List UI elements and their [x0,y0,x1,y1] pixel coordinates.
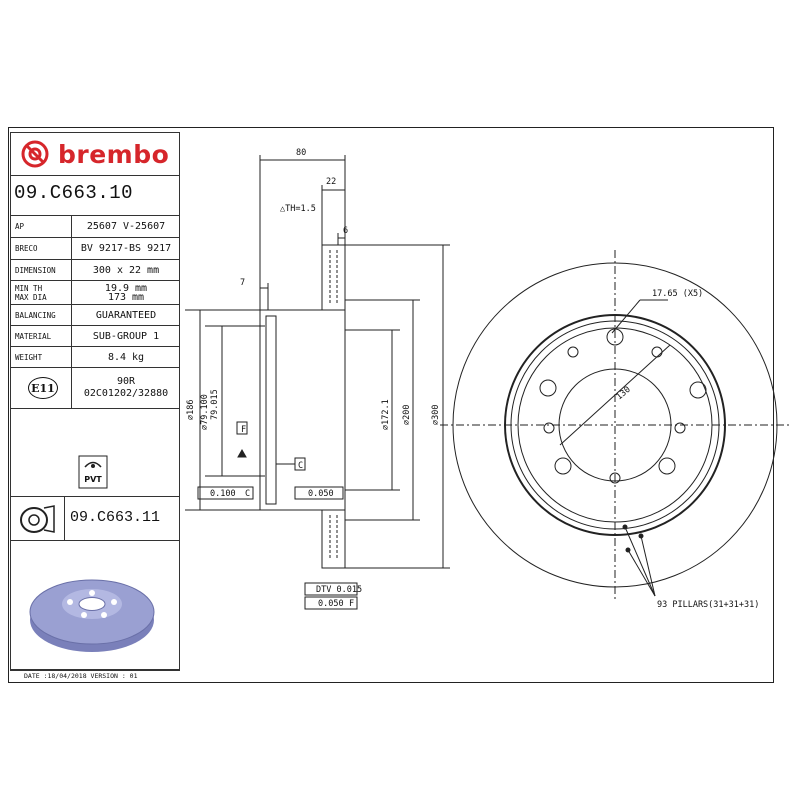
bolt-hole [539,379,557,397]
approval-row: E11 90R 02C01202/32880 [10,367,180,409]
spec-row-ap: AP 25607 V-25607 [10,215,180,237]
bolt-hole [554,457,572,475]
hat-section [259,309,346,511]
dim-6: 6 [343,226,348,236]
spec-value: 300 x 22 mm [71,260,180,280]
pilot-hole [674,422,686,434]
friction-ring-bottom [321,509,346,569]
spec-row-dimension: DIMENSION 300 x 22 mm [10,259,180,280]
variant-part-number: 09.C663.11 [70,509,161,526]
pvt-badge: PVT [78,455,108,489]
dim-thickness-22: 22 [326,177,336,187]
min-th-value: 19.9 mm [104,282,148,294]
bolt-hole [606,328,624,346]
divider [10,175,180,176]
divider [64,496,65,540]
spec-row-balancing: BALANCING GUARANTEED [10,304,180,325]
max-dia-value: 173 mm [107,291,145,303]
pilot-hole [543,422,555,434]
divider [10,540,180,541]
runout-tolerance: 0.050 [318,599,344,609]
spec-label: BALANCING [15,310,56,320]
hole-spec-label: 17.65 (X5) [652,289,703,299]
spec-value: 19.9 mm 173 mm [71,281,180,304]
pvt-label: PVT [84,475,102,484]
divider [10,496,180,497]
brembo-logo-icon [21,140,49,168]
dim-width-80: 80 [296,148,306,158]
spec-row-min-max: MIN TH MAX DIA 19.9 mm 173 mm [10,280,180,304]
thickness-variation-label: △TH=1.5 [280,204,316,214]
spec-value: BV 9217-BS 9217 [71,238,180,259]
drawing-sheet [8,127,774,683]
brand-name: brembo [58,139,170,169]
spec-value: 25607 V-25607 [71,216,180,237]
brembo-logo: brembo [18,138,169,170]
min-th-label: MIN TH [15,283,43,293]
spec-row-material: MATERIAL SUB-GROUP 1 [10,325,180,346]
spec-label: MATERIAL [15,331,52,341]
dia-79-100-label: ⌀79.100 [200,394,210,430]
e11-mark: E11 [28,377,58,399]
pillars-label: 93 PILLARS(31+31+31) [657,600,759,610]
spec-value: SUB-GROUP 1 [71,326,180,346]
runout-datum: F [349,599,354,609]
approval-number: 02C01202/32880 [83,388,169,399]
part-number: 09.C663.10 [14,182,134,204]
dia-300-label: ⌀300 [431,405,441,425]
pilot-hole [651,346,663,358]
pvt-icon [78,455,108,489]
bolt-hole [689,381,707,399]
parallelism-datum: C [245,489,250,499]
approval-code: 90R [116,376,136,387]
dia-186-label: ⌀186 [186,400,196,420]
approval-mark-cell: E11 [10,377,71,399]
footer-date-version: DATE :18/04/2018 VERSION : 01 [24,672,138,680]
divider [10,670,180,671]
spec-value: GUARANTEED [71,305,180,325]
datum-c-label: C [298,461,303,471]
parallelism-tolerance: 0.100 [210,489,236,499]
dia-79-015-label: 79.015 [210,389,220,420]
spec-value: 8.4 kg [71,347,180,367]
dia-200-label: ⌀200 [402,405,412,425]
spec-label: AP [15,222,25,231]
spec-label: MIN TH MAX DIA [10,284,71,302]
spec-label: WEIGHT [15,352,43,362]
variant-disc-icon [20,505,55,533]
bolt-hole [658,457,676,475]
dim-7: 7 [240,278,245,288]
spec-panel [10,132,180,670]
pilot-hole [567,346,579,358]
spec-row-breco: BRECO BV 9217-BS 9217 [10,237,180,259]
flatness-tolerance: 0.050 [308,489,334,499]
spec-label: DIMENSION [15,265,56,275]
pilot-hole [609,472,621,484]
pcd-label: 130 [615,385,633,403]
disc-render-image [29,579,155,652]
spec-label: BRECO [15,244,38,253]
max-dia-label: MAX DIA [15,292,47,302]
approval-codes: 90R 02C01202/32880 [71,368,180,408]
dtv-tolerance: DTV 0.015 [316,585,362,595]
friction-ring-top [321,244,346,311]
dia-172-label: ⌀172.1 [381,399,391,430]
datum-f-label: F [241,425,246,435]
spec-row-weight: WEIGHT 8.4 kg [10,346,180,367]
